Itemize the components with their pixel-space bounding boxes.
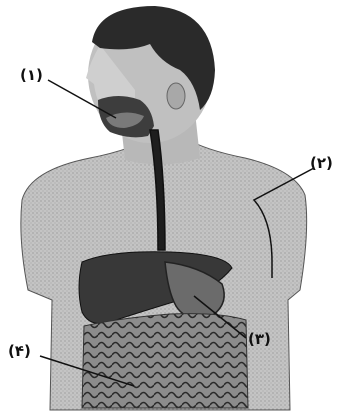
label-3: (۳): [248, 332, 271, 347]
label-1: (۱): [20, 68, 43, 83]
label-4: (۴): [8, 344, 31, 359]
ear: [167, 83, 185, 109]
label-2: (۲): [310, 156, 333, 171]
intestines: [82, 314, 248, 408]
